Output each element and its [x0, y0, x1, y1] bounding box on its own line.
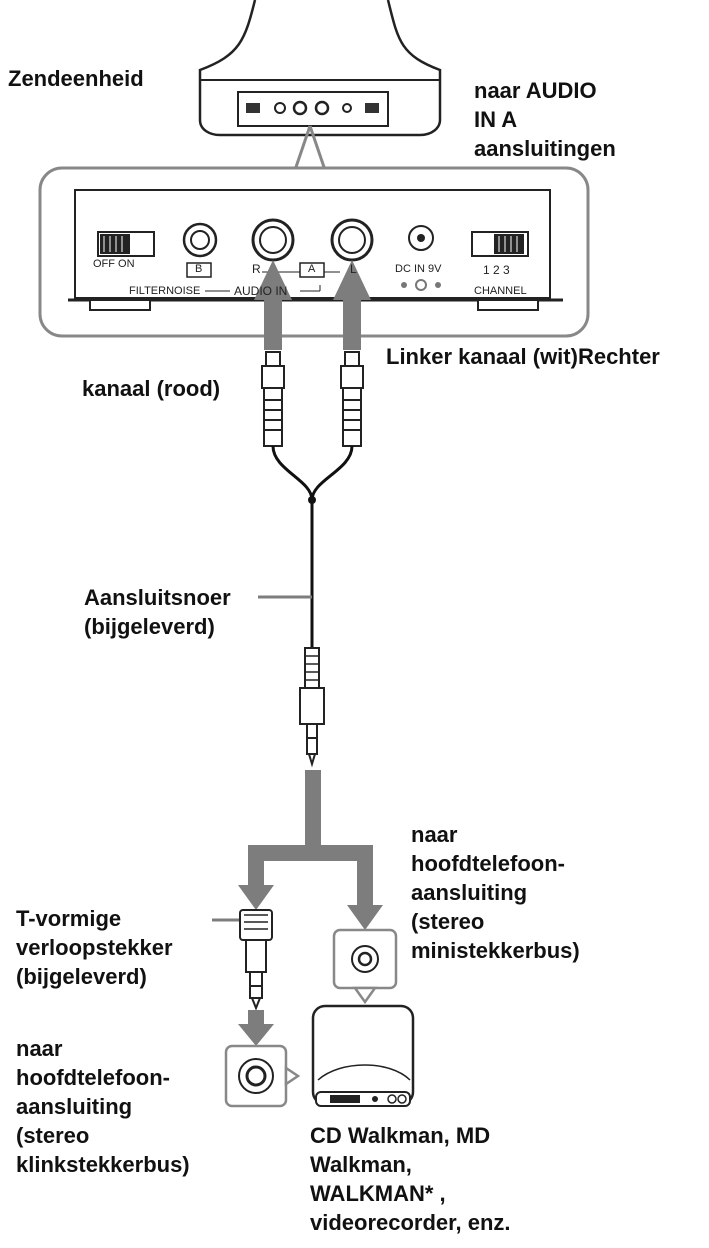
rca-plug-l	[340, 351, 364, 447]
label-to-audio-in-3: aansluitingen	[474, 136, 616, 161]
cable-r-branch	[271, 445, 314, 501]
panel-audio-in: AUDIO IN	[234, 284, 288, 298]
label-mini-1: naar	[411, 822, 458, 847]
label-jack-3: aansluiting	[16, 1094, 133, 1119]
filter-switch	[97, 231, 155, 257]
channel-switch	[471, 231, 529, 257]
transmitter-unit	[198, 0, 442, 137]
cd-walkman-device	[311, 1004, 415, 1107]
label-jack-1: naar	[16, 1036, 63, 1061]
label-devices-4: videorecorder, enz.	[310, 1210, 511, 1235]
panel-off-on: OFF ON	[93, 258, 135, 270]
label-adapter-1: T-vormige	[16, 906, 122, 931]
label-mini-3: aansluiting	[411, 880, 528, 905]
rca-plug-r	[261, 351, 285, 447]
label-right-channel: kanaal (rood)	[82, 376, 221, 401]
panel-filternoise: FILTERNOISE	[129, 285, 201, 297]
mini-plug	[299, 647, 325, 768]
panel-l-label: L	[350, 262, 357, 276]
panel-channel: CHANNEL	[474, 285, 527, 297]
label-jack-4: (stereo	[16, 1123, 90, 1148]
label-to-audio-in-1: naar AUDIO	[474, 78, 597, 103]
label-cord-2: (bijgeleverd)	[84, 614, 215, 639]
panel-a-label: A	[308, 263, 316, 275]
arrow-to-l	[333, 260, 371, 350]
label-left-channel: Linker kanaal (wit)Rechter	[386, 344, 660, 369]
label-devices-1: CD Walkman, MD	[310, 1123, 491, 1148]
label-mini-4: (stereo	[411, 909, 485, 934]
t-adapter	[239, 909, 273, 1011]
headphone-jack-callout	[224, 1044, 301, 1108]
label-transmitter: Zendeenheid	[8, 66, 144, 91]
label-to-audio-in-2: IN A	[474, 107, 518, 132]
cable-l-branch	[310, 445, 354, 501]
panel-channel-numbers: 1 2 3	[483, 263, 510, 277]
label-devices-2: Walkman,	[310, 1152, 412, 1177]
label-devices-3: WALKMAN* ,	[310, 1181, 446, 1206]
label-mini-2: hoofdtelefoon-	[411, 851, 565, 876]
label-adapter-2: verloopstekker	[16, 935, 173, 960]
label-adapter-3: (bijgeleverd)	[16, 964, 147, 989]
panel-b-label: B	[195, 263, 203, 275]
label-mini-5: ministekkerbus)	[411, 938, 580, 963]
split-arrow	[238, 770, 383, 930]
label-jack-2: hoofdtelefoon-	[16, 1065, 170, 1090]
panel-dc-in: DC IN 9V	[395, 263, 442, 275]
panel-r-label: R	[252, 262, 261, 276]
mini-jack-callout	[332, 928, 398, 1005]
label-cord-1: Aansluitsnoer	[84, 585, 231, 610]
arrow-to-r	[254, 260, 292, 350]
label-jack-5: klinkstekkerbus)	[16, 1152, 190, 1177]
